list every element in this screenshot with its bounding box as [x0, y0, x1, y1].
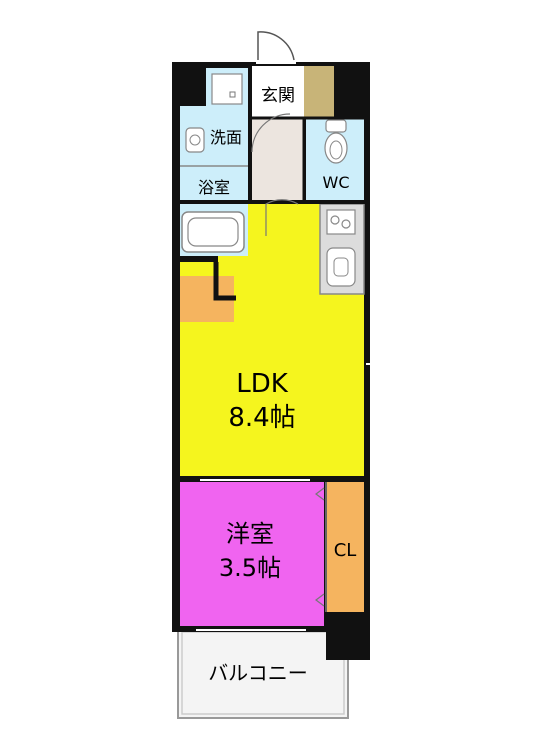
closet-label: CL — [334, 540, 357, 561]
balcony-label: バルコニー — [208, 661, 308, 685]
washroom-area — [180, 106, 248, 202]
wash-basin-icon — [185, 127, 205, 153]
front-door — [256, 30, 296, 64]
entrance-label: 玄関 — [261, 86, 295, 106]
entrance — [252, 66, 304, 118]
washing-machine-icon — [211, 73, 243, 105]
washroom-label: 洗面 — [210, 128, 242, 147]
ldk-room — [180, 202, 364, 476]
toilet-bowl-icon — [324, 132, 348, 164]
western-room-size: 3.5帖 — [219, 554, 281, 582]
ldk-label: LDK — [236, 369, 289, 399]
bathtub-icon — [181, 211, 245, 253]
western-room-label: 洋室 — [226, 520, 274, 548]
ldk-size: 8.4帖 — [228, 403, 295, 433]
shoe-storage — [304, 66, 334, 118]
corridor — [252, 118, 304, 202]
pillar — [326, 612, 370, 660]
toilet-label: WC — [323, 173, 350, 192]
bathroom-label: 浴室 — [198, 178, 230, 197]
closet — [326, 482, 364, 612]
western-room — [180, 482, 324, 626]
toilet-tank-icon — [325, 119, 347, 133]
sink-icon — [326, 247, 356, 287]
